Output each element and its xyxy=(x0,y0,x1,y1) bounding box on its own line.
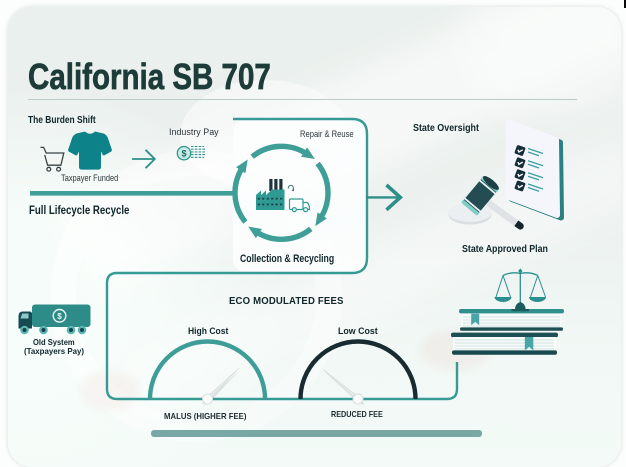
svg-text:$: $ xyxy=(181,149,186,159)
svg-text:$: $ xyxy=(57,312,62,321)
